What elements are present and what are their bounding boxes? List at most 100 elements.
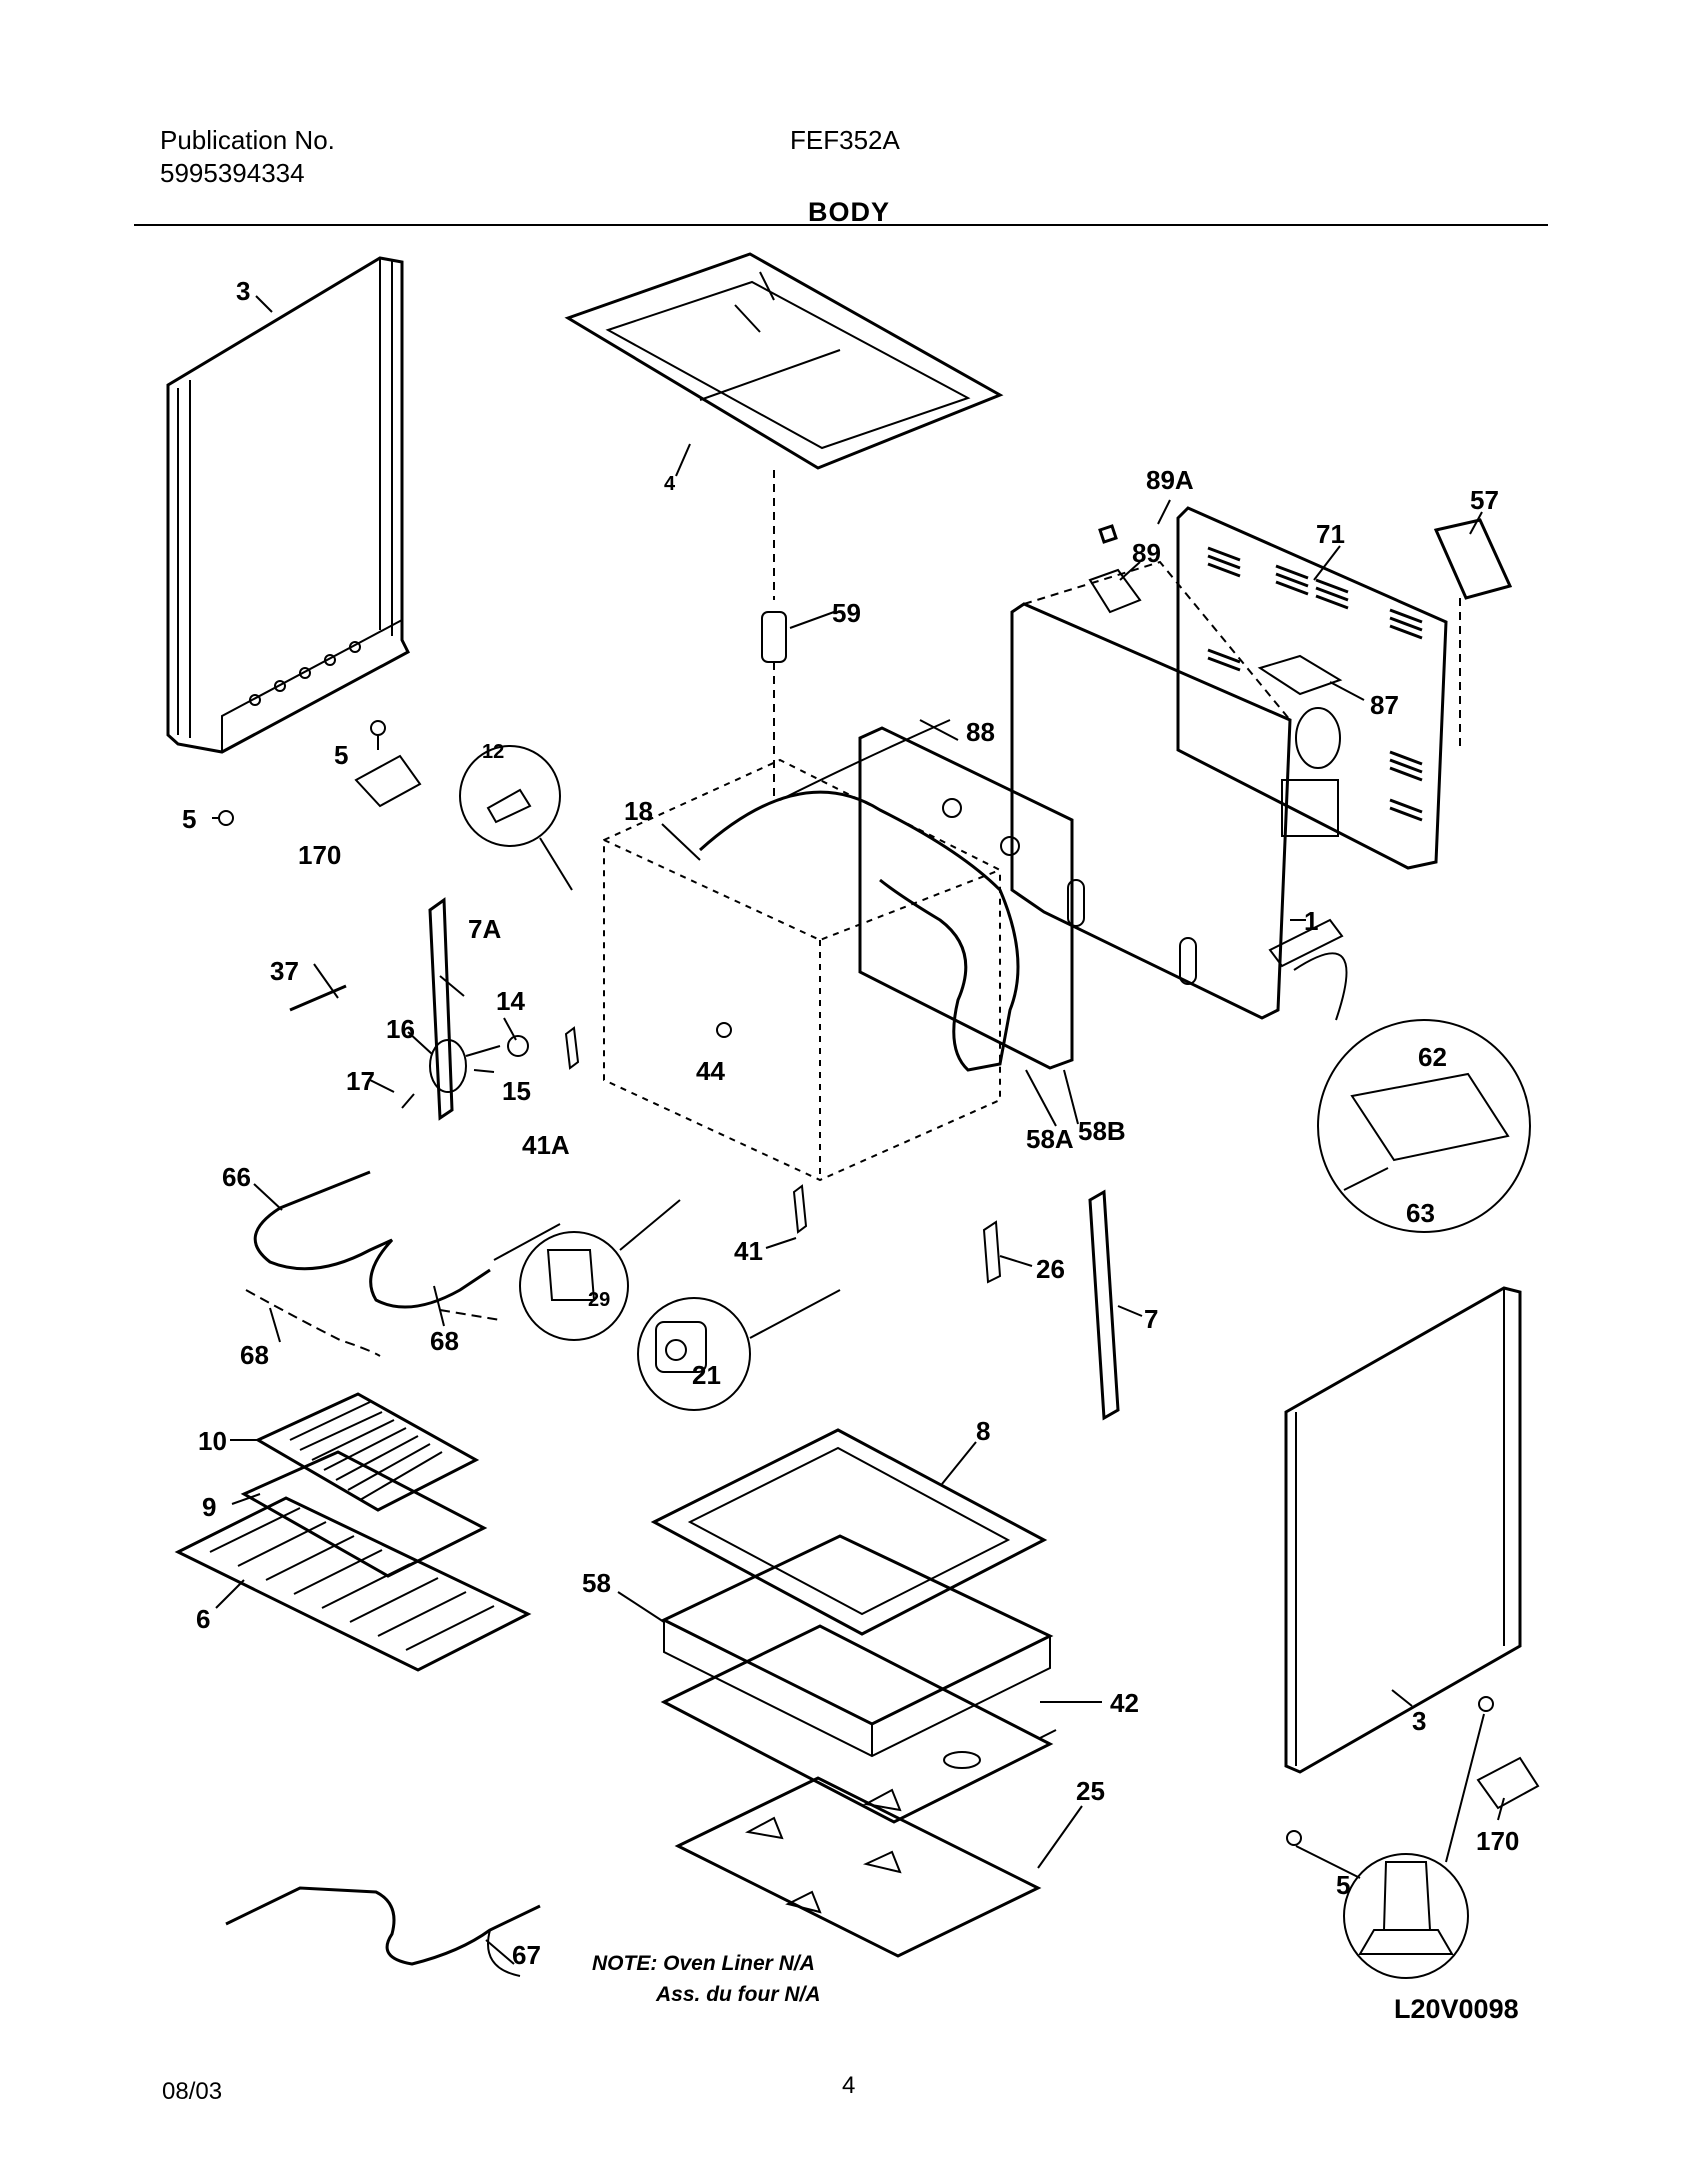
bracket-170-left bbox=[354, 754, 422, 808]
label-17: 17 bbox=[346, 1066, 375, 1096]
label-42: 42 bbox=[1110, 1688, 1139, 1718]
note-line-2: Ass. du four N/A bbox=[656, 1983, 821, 2006]
bracket-170-right bbox=[1476, 1756, 1540, 1810]
leader-lines bbox=[215, 295, 1505, 1965]
label-59: 59 bbox=[832, 598, 861, 628]
part-26 bbox=[982, 1220, 1002, 1284]
part-89a bbox=[1098, 524, 1118, 544]
hinge-7 bbox=[1088, 1189, 1120, 1421]
note-line-1: NOTE: Oven Liner N/A bbox=[592, 1952, 815, 1975]
part-41a bbox=[564, 1026, 580, 1070]
part-57 bbox=[1433, 518, 1513, 600]
part-labels: 3 4 89A 57 71 89 59 87 5 12 88 18 5 170 … bbox=[182, 276, 1519, 1970]
label-67: 67 bbox=[512, 1940, 541, 1970]
label-68-right: 68 bbox=[430, 1326, 459, 1356]
part-37 bbox=[289, 984, 347, 1012]
label-18: 18 bbox=[624, 796, 653, 826]
label-10: 10 bbox=[198, 1426, 227, 1456]
publication-label: Publication No. bbox=[160, 125, 335, 155]
part-87 bbox=[1257, 654, 1343, 696]
label-6: 6 bbox=[196, 1604, 210, 1634]
label-58: 58 bbox=[582, 1568, 611, 1598]
label-3-right: 3 bbox=[1412, 1706, 1426, 1736]
part-21-callout bbox=[637, 1289, 841, 1411]
label-89a: 89A bbox=[1146, 465, 1194, 495]
label-68-left: 68 bbox=[240, 1340, 269, 1370]
back-panel bbox=[1176, 506, 1448, 870]
publication-number: 5995394334 bbox=[160, 158, 305, 188]
section-title: BODY bbox=[808, 197, 891, 227]
label-7a: 7A bbox=[468, 914, 501, 944]
element-66 bbox=[253, 1170, 491, 1309]
label-41a: 41A bbox=[522, 1130, 570, 1160]
label-57: 57 bbox=[1470, 485, 1499, 515]
insulation-58 bbox=[660, 1534, 1054, 1758]
label-44: 44 bbox=[696, 1056, 725, 1086]
label-25: 25 bbox=[1076, 1776, 1105, 1806]
label-14: 14 bbox=[496, 986, 525, 1016]
oven-front-frame bbox=[858, 726, 1074, 1070]
label-29: 29 bbox=[588, 1289, 610, 1311]
model-number: FEF352A bbox=[790, 125, 900, 155]
label-58a: 58A bbox=[1026, 1124, 1074, 1154]
label-58b: 58B bbox=[1078, 1116, 1126, 1146]
leveling-leg-callout bbox=[1286, 1696, 1494, 1979]
label-170-left: 170 bbox=[298, 840, 341, 870]
bottom-panel-42 bbox=[660, 1624, 1054, 1824]
part-29-callout bbox=[519, 1199, 681, 1341]
element-67 bbox=[225, 1886, 541, 1966]
label-4: 4 bbox=[664, 473, 676, 495]
top-panel bbox=[564, 252, 1004, 470]
label-21: 21 bbox=[692, 1360, 721, 1390]
label-3: 3 bbox=[236, 276, 250, 306]
label-89: 89 bbox=[1132, 538, 1161, 568]
right-side-panel bbox=[1284, 1286, 1522, 1774]
broil-pan-insert bbox=[254, 1392, 480, 1512]
label-170-right: 170 bbox=[1476, 1826, 1519, 1856]
label-37: 37 bbox=[270, 956, 299, 986]
part-41 bbox=[792, 1184, 808, 1234]
left-side-panel bbox=[166, 256, 410, 754]
label-5-top: 5 bbox=[334, 740, 348, 770]
panel-25 bbox=[674, 1776, 1042, 1958]
label-63: 63 bbox=[1406, 1198, 1435, 1228]
label-9: 9 bbox=[202, 1492, 216, 1522]
label-71: 71 bbox=[1316, 519, 1345, 549]
part-44 bbox=[716, 1022, 732, 1038]
hinge-7a bbox=[428, 897, 454, 1121]
lamp-assembly bbox=[401, 1035, 529, 1109]
leveling-screw-top bbox=[370, 720, 386, 750]
label-88: 88 bbox=[966, 717, 995, 747]
leveling-screw-left bbox=[212, 810, 234, 826]
label-62: 62 bbox=[1418, 1042, 1447, 1072]
oven-liner bbox=[603, 758, 1001, 1182]
label-87: 87 bbox=[1370, 690, 1399, 720]
label-15: 15 bbox=[502, 1076, 531, 1106]
terminal-block-callout bbox=[1268, 918, 1531, 1233]
drawing-code: L20V0098 bbox=[1394, 1994, 1519, 2024]
shield-68-left bbox=[245, 1289, 381, 1357]
label-66: 66 bbox=[222, 1162, 251, 1192]
part-89 bbox=[1088, 568, 1142, 614]
label-16: 16 bbox=[386, 1014, 415, 1044]
label-12: 12 bbox=[482, 741, 504, 763]
part-12-callout bbox=[459, 745, 573, 891]
element-66-terminal bbox=[493, 1223, 561, 1261]
footer-date: 08/03 bbox=[162, 2078, 223, 2105]
label-5-left: 5 bbox=[182, 804, 196, 834]
label-41: 41 bbox=[734, 1236, 763, 1266]
label-26: 26 bbox=[1036, 1254, 1065, 1284]
shield-68-right bbox=[439, 1309, 501, 1321]
label-7: 7 bbox=[1144, 1304, 1158, 1334]
inner-back-panel bbox=[1010, 560, 1292, 1020]
label-8: 8 bbox=[976, 1416, 990, 1446]
label-1: 1 bbox=[1304, 906, 1318, 936]
broil-pan bbox=[240, 1450, 488, 1578]
page-number: 4 bbox=[842, 2072, 856, 2099]
label-5-callout: 5 bbox=[1336, 1870, 1350, 1900]
header-divider bbox=[134, 224, 1548, 226]
part-59 bbox=[761, 470, 787, 800]
door-frame-8 bbox=[650, 1428, 1048, 1636]
part-88 bbox=[779, 719, 951, 801]
